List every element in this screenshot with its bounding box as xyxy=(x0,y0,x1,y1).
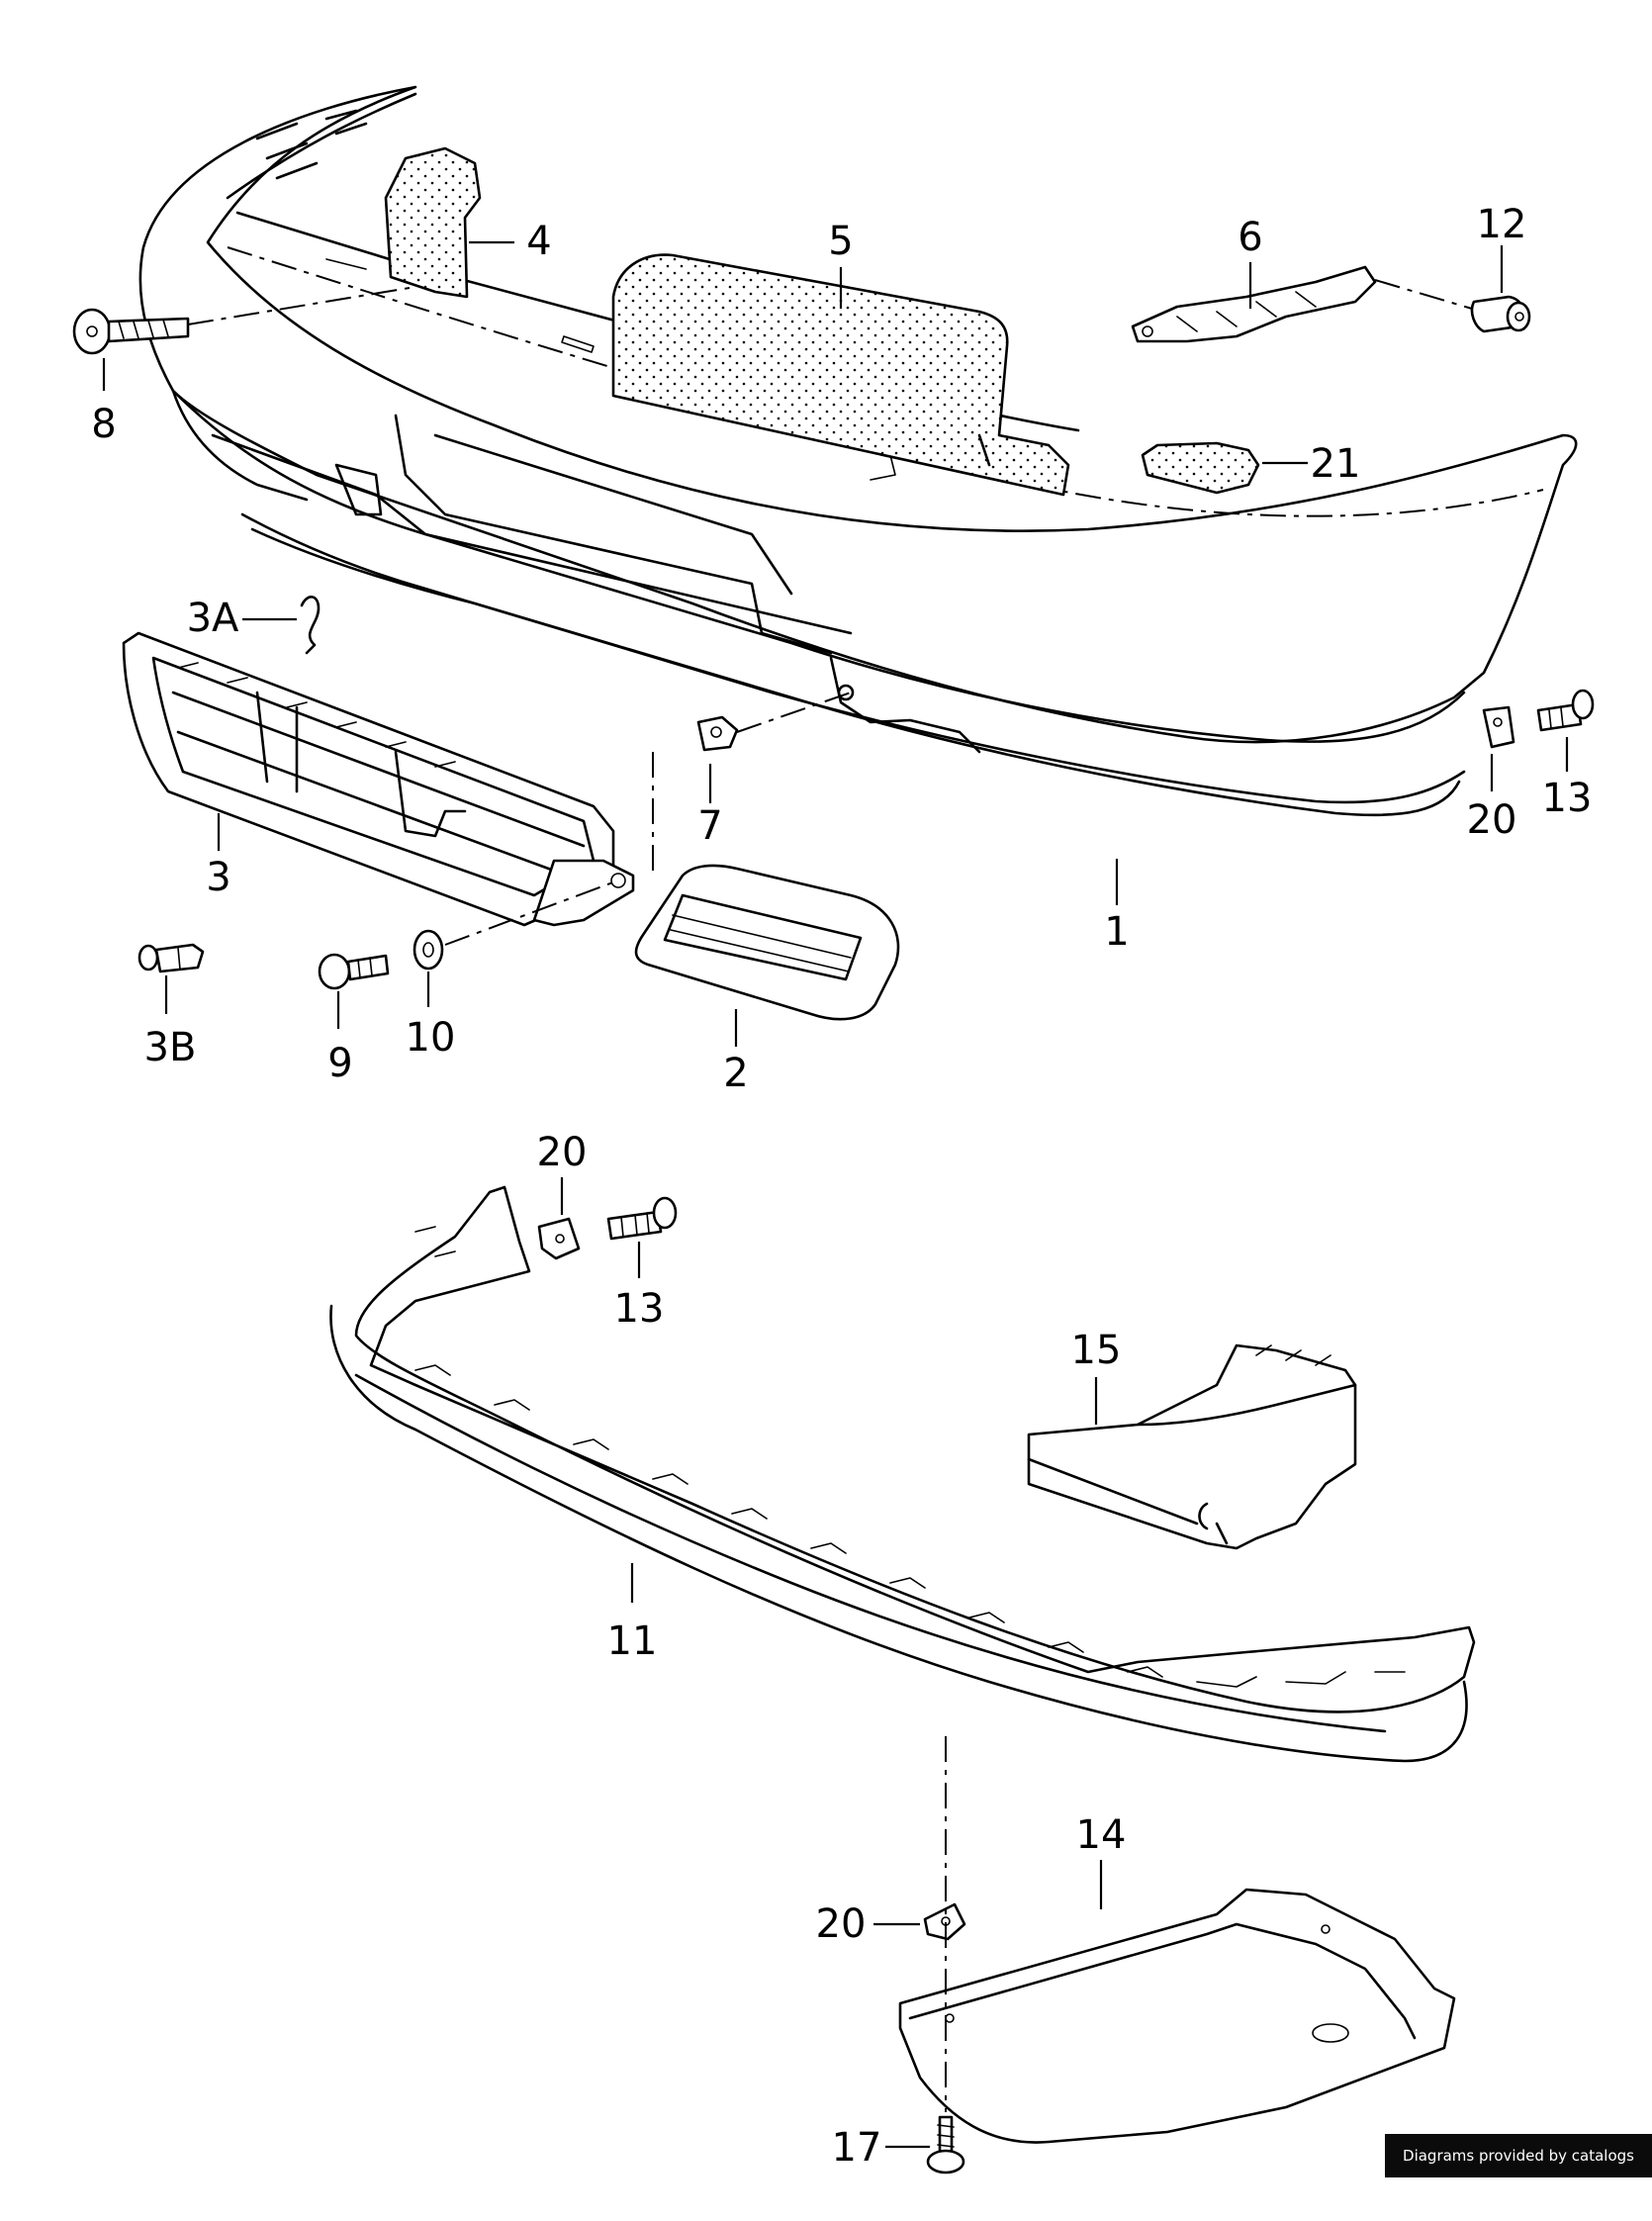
label-13-middle: 13 xyxy=(614,1286,665,1332)
credit-banner: Diagrams provided by catalogs parts xyxy=(1385,2134,1652,2208)
label-12: 12 xyxy=(1477,202,1527,247)
label-13-upper: 13 xyxy=(1542,776,1593,821)
label-11: 11 xyxy=(607,1619,658,1664)
label-3b: 3B xyxy=(144,1025,197,1070)
speed-nut-20a xyxy=(1482,705,1515,749)
label-8: 8 xyxy=(91,402,116,447)
screw-with-washer xyxy=(72,308,190,355)
lower-spoiler xyxy=(329,1185,1476,1763)
side-grille xyxy=(634,864,900,1021)
label-7: 7 xyxy=(697,803,722,849)
label-10: 10 xyxy=(406,1015,456,1061)
screw-9 xyxy=(318,953,390,990)
label-4: 4 xyxy=(526,219,551,264)
right-bracket xyxy=(1131,265,1377,343)
speed-nut-20c xyxy=(923,1902,966,1941)
label-1: 1 xyxy=(1104,909,1129,955)
push-rivet-3b xyxy=(138,943,205,973)
leader-lines xyxy=(102,240,1569,2149)
right-foam-block xyxy=(1141,441,1260,495)
wire-clip xyxy=(300,596,321,655)
left-foam-absorber xyxy=(384,146,482,299)
label-21: 21 xyxy=(1311,441,1361,487)
label-14: 14 xyxy=(1076,1812,1127,1858)
callout-labels: 4 5 6 12 21 8 3A 3 7 1 20 13 3B 9 10 2 2… xyxy=(91,202,1592,2171)
label-20-middle: 20 xyxy=(537,1130,588,1175)
grille xyxy=(122,631,635,927)
screw-17 xyxy=(926,2115,965,2175)
plastic-nut-12 xyxy=(1470,295,1531,333)
clip-7 xyxy=(696,715,739,752)
washer-10 xyxy=(413,929,444,971)
label-3a: 3A xyxy=(187,596,239,641)
speed-nut-20b xyxy=(537,1217,581,1260)
label-3: 3 xyxy=(206,855,230,900)
label-20-lower: 20 xyxy=(816,1901,867,1947)
bolt-13a xyxy=(1536,689,1595,732)
label-2: 2 xyxy=(723,1051,748,1096)
front-bumper-cover xyxy=(138,85,1578,817)
bolt-13b xyxy=(606,1196,678,1241)
label-6: 6 xyxy=(1238,215,1262,260)
label-5: 5 xyxy=(828,219,853,264)
assembly-lines xyxy=(187,279,1473,2112)
label-17: 17 xyxy=(832,2125,882,2171)
label-20-upper: 20 xyxy=(1467,797,1517,843)
label-9: 9 xyxy=(327,1041,352,1086)
air-duct xyxy=(1027,1343,1357,1550)
lower-tray xyxy=(898,1888,1456,2144)
label-15: 15 xyxy=(1071,1328,1122,1373)
center-foam-absorber xyxy=(611,253,1070,497)
